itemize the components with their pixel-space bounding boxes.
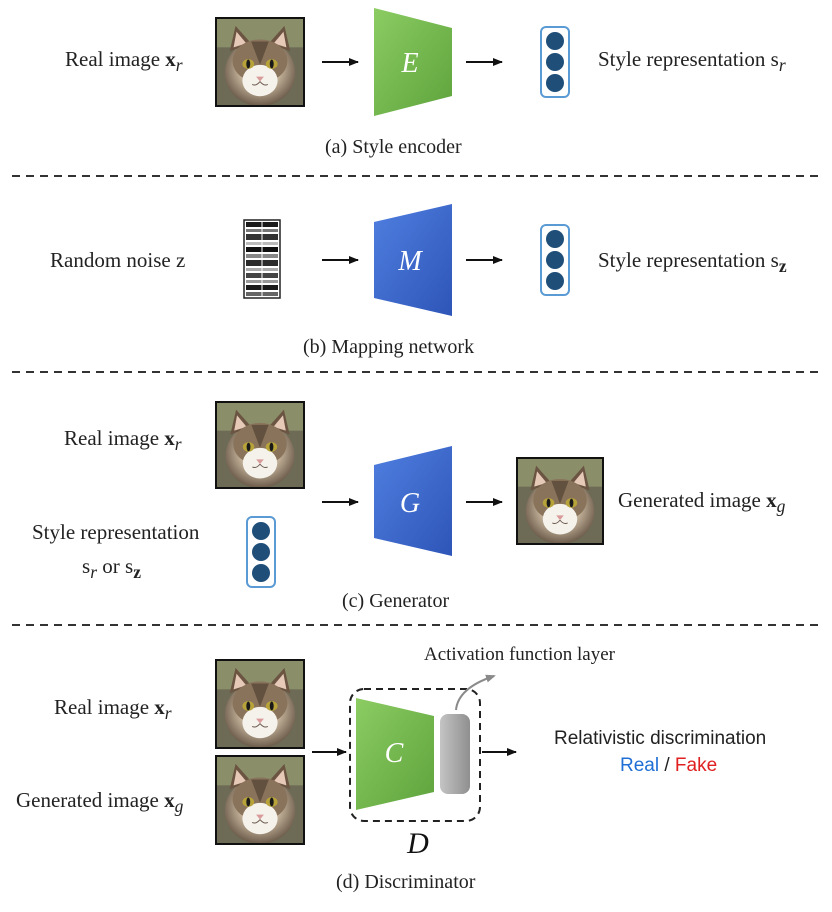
- real-image-a: [215, 17, 305, 107]
- section-d: C D: [215, 659, 517, 860]
- input1-label-c: Real image xr: [64, 426, 182, 455]
- input2-label-c: Style representation: [32, 520, 200, 544]
- output-label-c: Generated image xg: [618, 488, 786, 517]
- output-result-d: Real / Fake: [620, 755, 718, 776]
- real-image-d: [215, 659, 305, 749]
- encoder-block: E: [374, 8, 452, 116]
- discriminator-group-box: [349, 688, 481, 822]
- output-label-b: Style representation sz: [598, 248, 787, 277]
- discriminator-letter: D: [406, 827, 429, 860]
- fake-text: Fake: [674, 755, 718, 776]
- real-image-c: [215, 401, 305, 489]
- activation-pointer-arrow: [455, 674, 496, 711]
- style-vector-icon: [540, 26, 570, 98]
- noise-barcode-icon: [243, 219, 281, 299]
- activation-layer: [440, 714, 470, 794]
- output-label-a: Style representation sr: [598, 47, 786, 76]
- caption-d: (d) Discriminator: [336, 871, 476, 893]
- section-a: E: [215, 8, 570, 116]
- input-label-a: Real image xr: [65, 47, 183, 76]
- input2-line2-c: sr or sz: [82, 554, 141, 583]
- real-text: Real: [620, 755, 660, 776]
- classifier-letter: C: [385, 738, 404, 769]
- mapping-block: M: [374, 204, 452, 316]
- section-b: M: [243, 204, 570, 316]
- style-vector-icon: [540, 224, 570, 296]
- section-c: G: [215, 401, 604, 588]
- generated-image-c: [516, 457, 604, 545]
- classifier-block: C: [356, 698, 434, 810]
- style-vector-icon: [246, 516, 276, 588]
- encoder-letter: E: [400, 48, 418, 79]
- mapping-letter: M: [397, 246, 423, 277]
- input1-label-d: Real image xr: [54, 695, 172, 724]
- caption-b: (b) Mapping network: [303, 336, 475, 358]
- input2-label-d: Generated image xg: [16, 788, 184, 817]
- input-label-b: Random noise z: [50, 248, 186, 272]
- output-title-d: Relativistic discrimination: [554, 728, 767, 749]
- activation-label: Activation function layer: [424, 644, 615, 665]
- caption-c: (c) Generator: [342, 590, 450, 612]
- generated-image-d: [215, 755, 305, 845]
- generator-letter: G: [400, 488, 420, 519]
- caption-a: (a) Style encoder: [325, 136, 462, 158]
- generator-block: G: [374, 446, 452, 556]
